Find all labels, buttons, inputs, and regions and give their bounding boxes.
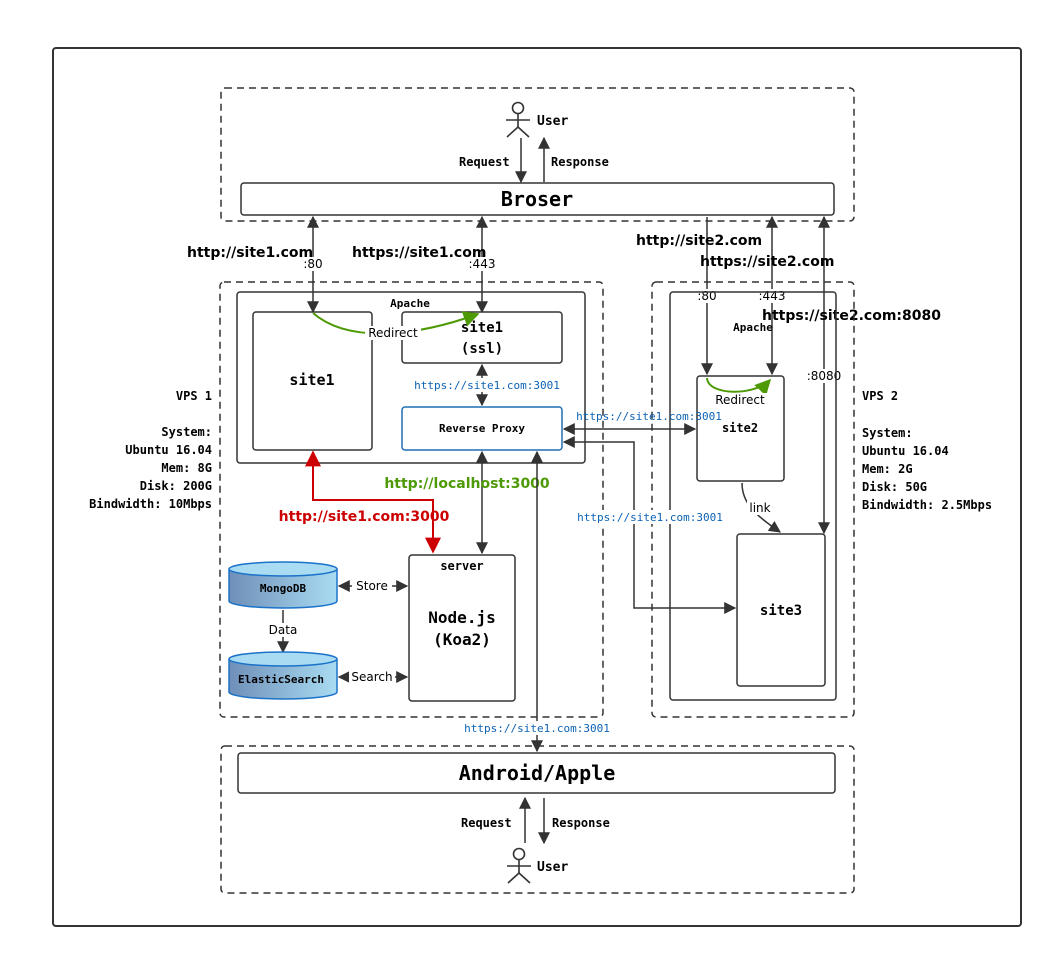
vps1-apache-label: Apache xyxy=(390,297,430,310)
vps1-spec-system: System: xyxy=(161,425,212,439)
response-label-bottom: Response xyxy=(552,816,610,830)
port-80-vps2: :80 xyxy=(697,289,716,303)
reverse-proxy-label: Reverse Proxy xyxy=(439,422,525,435)
url-site1-3001-c: https://site1.com:3001 xyxy=(577,511,723,524)
client-box xyxy=(237,752,836,794)
site1-box xyxy=(252,311,373,451)
redirect-curve-vps2 xyxy=(706,377,772,396)
url-site1-3001-b: https://site1.com:3001 xyxy=(576,410,722,423)
url-site1-https: https://site1.com xyxy=(352,245,486,261)
vps2-spec-disk: Disk: 50G xyxy=(862,480,927,494)
port-80-vps1: :80 xyxy=(303,257,322,271)
browser-label: Broser xyxy=(501,187,573,211)
vps1-spec-disk: Disk: 200G xyxy=(140,479,212,493)
vps1-spec-os: Ubuntu 16.04 xyxy=(125,443,212,457)
user-zone-bottom xyxy=(220,745,855,894)
vps2-spec-bw: Bindwidth: 2.5Mbps xyxy=(862,498,992,512)
mongodb-label: MongoDB xyxy=(260,582,307,595)
url-site2-http: http://site2.com xyxy=(636,233,762,249)
node-line1: Node.js xyxy=(428,608,495,627)
vps1-specs: VPS 1 System: Ubuntu 16.04 Mem: 8G Disk:… xyxy=(89,389,212,511)
mongodb-cylinder xyxy=(228,561,338,609)
reverse-proxy-box xyxy=(401,406,563,451)
search-label: Search xyxy=(351,670,392,684)
request-label-top: Request xyxy=(459,155,510,169)
redirect-label-vps2: Redirect xyxy=(715,393,765,407)
vps1-title: VPS 1 xyxy=(176,389,212,403)
site1-ssl-line2: (ssl) xyxy=(461,341,503,357)
port-8080-vps2: :8080 xyxy=(807,369,842,383)
url-site2-https: https://site2.com xyxy=(700,254,834,270)
vps2-spec-mem: Mem: 2G xyxy=(862,462,913,476)
data-label: Data xyxy=(269,623,298,637)
vps2-specs: VPS 2 System: Ubuntu 16.04 Mem: 2G Disk:… xyxy=(862,389,992,512)
site1-label: site1 xyxy=(289,371,334,389)
user-label-bottom: User xyxy=(537,860,568,875)
server-box xyxy=(408,554,516,702)
vps1-spec-bw: Bindwidth: 10Mbps xyxy=(89,497,212,511)
store-label: Store xyxy=(356,579,388,593)
site3-box xyxy=(736,533,826,687)
port-443-vps2: :443 xyxy=(759,289,786,303)
server-label: server xyxy=(440,559,483,573)
user-icon-bottom xyxy=(507,847,531,884)
vps2-spec-system: System: xyxy=(862,426,913,440)
site1-ssl-line1: site1 xyxy=(461,320,503,336)
vps1-spec-mem: Mem: 8G xyxy=(161,461,212,475)
elasticsearch-cylinder xyxy=(228,651,338,700)
url-site1-http: http://site1.com xyxy=(187,245,313,261)
link-label: link xyxy=(749,501,770,515)
vps2-apache-label: Apache xyxy=(733,321,773,334)
port-443-vps1: :443 xyxy=(469,257,496,271)
response-label-top: Response xyxy=(551,155,609,169)
node-line2: (Koa2) xyxy=(433,630,491,649)
vps2-title: VPS 2 xyxy=(862,389,898,403)
request-label-bottom: Request xyxy=(461,816,512,830)
elasticsearch-label: ElasticSearch xyxy=(238,673,324,686)
user-label-top: User xyxy=(537,114,568,129)
user-icon-top xyxy=(506,101,530,138)
user-zone-top xyxy=(220,87,855,222)
url-localhost-3000: http://localhost:3000 xyxy=(384,476,550,492)
url-site1-3000: http://site1.com:3000 xyxy=(279,509,450,525)
client-label: Android/Apple xyxy=(459,761,616,785)
arrow-proxy-site3 xyxy=(562,436,737,614)
red-site1-server-path xyxy=(305,450,441,554)
url-site1-3001-a: https://site1.com:3001 xyxy=(414,379,560,392)
url-site2-8080: https://site2.com:8080 xyxy=(762,308,941,324)
site2-label: site2 xyxy=(722,421,758,435)
redirect-label-vps1: Redirect xyxy=(368,326,418,340)
site3-label: site3 xyxy=(760,603,802,619)
outer-frame xyxy=(52,47,1022,927)
url-site1-3001-d: https://site1.com:3001 xyxy=(464,722,610,735)
browser-box xyxy=(240,182,835,216)
vps2-spec-os: Ubuntu 16.04 xyxy=(862,444,949,458)
